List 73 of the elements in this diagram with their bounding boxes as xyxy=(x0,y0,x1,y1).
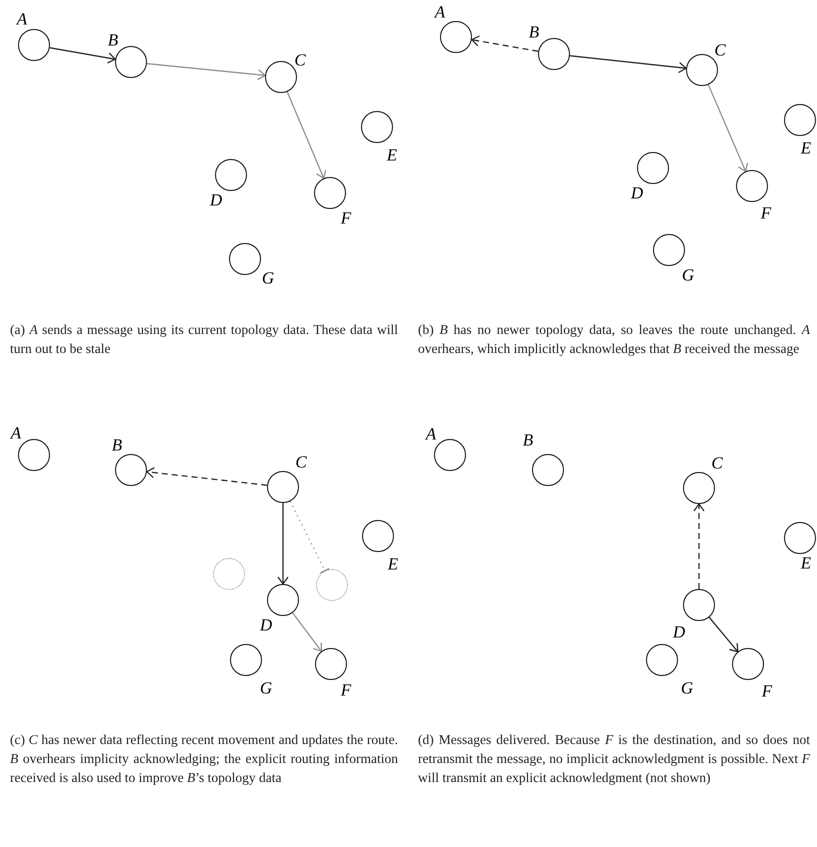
node-circle xyxy=(784,104,816,136)
dotted-circle xyxy=(213,558,245,590)
node-label: A xyxy=(426,426,436,442)
node-label: A xyxy=(16,10,28,28)
node-circle xyxy=(215,159,247,191)
caption: (c) C has newer data reflecting recent movement and updates the route. B overhears implicity acknowledging; the explicit routing information received is also used to improve B’s topology data xyxy=(10,731,398,787)
arrow xyxy=(570,55,687,74)
node-circle xyxy=(532,454,564,486)
arrow xyxy=(708,616,738,652)
node-label: F xyxy=(340,682,352,698)
node-label: C xyxy=(294,52,306,68)
node-circle xyxy=(538,38,570,70)
node-label: G xyxy=(260,680,272,696)
node-circle xyxy=(683,472,715,504)
caption: (d) Messages delivered. Because F is the destination, and so does not retransmit the message, no implicit acknowledgment is possible. Next F will transmit an explicit acknowledgment (not shown) xyxy=(418,731,810,787)
node-label: A xyxy=(434,4,446,20)
node-circle xyxy=(434,439,466,471)
node-circle xyxy=(653,234,685,266)
node-label: C xyxy=(711,454,723,472)
node-label: D xyxy=(210,192,222,208)
node-circle xyxy=(18,439,50,471)
node-circle xyxy=(315,648,347,680)
node-label: E xyxy=(388,556,398,572)
node-circle xyxy=(314,177,346,209)
node-label: B xyxy=(112,436,122,454)
node-label: E xyxy=(800,140,812,156)
node-label: D xyxy=(260,616,272,634)
node-circle xyxy=(115,46,147,78)
node-label: G xyxy=(262,270,274,286)
node-circle xyxy=(361,111,393,143)
node-label: F xyxy=(760,204,772,222)
node-circle xyxy=(267,471,299,503)
node-label: G xyxy=(682,266,694,284)
arrow xyxy=(693,503,705,589)
node-circle xyxy=(736,170,768,202)
arrow xyxy=(708,84,748,172)
arrow xyxy=(50,47,116,64)
node-circle xyxy=(267,584,299,616)
node-label: F xyxy=(762,682,772,700)
arrow xyxy=(286,92,326,179)
node-circle xyxy=(362,520,394,552)
node-circle xyxy=(637,152,669,184)
node-circle xyxy=(683,589,715,621)
arrow xyxy=(277,503,289,585)
node-circle xyxy=(440,21,472,53)
node-circle xyxy=(265,61,297,93)
node-label: D xyxy=(672,624,686,640)
node-label: F xyxy=(340,210,352,226)
node-circle xyxy=(784,522,816,554)
node-label: C xyxy=(295,454,307,470)
arrow xyxy=(146,466,268,486)
node-circle xyxy=(229,243,261,275)
node-circle xyxy=(732,648,764,680)
node-label: C xyxy=(714,42,726,58)
node-label: E xyxy=(800,554,812,572)
arrow xyxy=(292,612,322,652)
node-circle xyxy=(115,454,147,486)
node-circle xyxy=(18,29,50,61)
node-circle xyxy=(646,644,678,676)
node-label: B xyxy=(108,32,118,48)
node-label: B xyxy=(528,24,540,40)
node-label: B xyxy=(522,432,534,448)
arrow xyxy=(471,35,538,52)
node-circle xyxy=(230,644,262,676)
node-label: G xyxy=(680,680,694,696)
caption: (a) A sends a message using its current topology data. These data will turn out to be stale xyxy=(10,321,398,358)
node-label: A xyxy=(10,424,22,442)
node-label: E xyxy=(386,146,398,164)
node-circle xyxy=(686,54,718,86)
arrow xyxy=(146,63,266,80)
dotted-circle xyxy=(316,569,348,601)
caption: (b) B has no newer topology data, so leaves the route unchanged. A overhears, which implicitly acknowledges that B received the message xyxy=(418,321,810,358)
node-label: D xyxy=(630,184,644,202)
